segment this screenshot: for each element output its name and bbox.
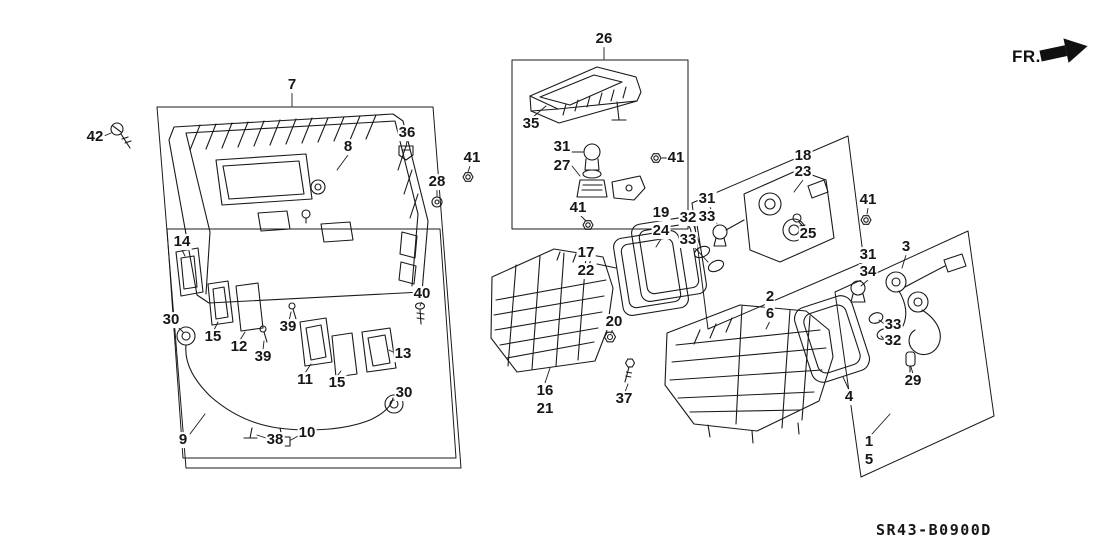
socket-plate	[725, 169, 835, 263]
nut-41-a	[462, 172, 474, 182]
nut-41-c	[860, 215, 872, 225]
nut-20	[603, 331, 617, 343]
garnish-panel	[168, 113, 429, 304]
leader-lines	[103, 46, 914, 441]
socket-harness	[885, 253, 967, 355]
nut-41-b	[582, 220, 594, 230]
group-box-socket	[691, 135, 865, 330]
license-lamp-parts	[175, 247, 397, 378]
sockets-32-33-right	[868, 312, 892, 340]
group-box-harness	[166, 228, 457, 459]
socket-bulbs	[693, 224, 728, 273]
lens-gaskets	[613, 216, 707, 316]
group-box-taillight-unit	[834, 230, 995, 478]
bolt-37	[624, 358, 636, 383]
bolt-40	[414, 302, 426, 325]
screw-42	[110, 122, 132, 149]
high-mount-stoplight	[529, 66, 662, 201]
clip-36	[398, 145, 414, 161]
fr-label: FR.	[1012, 47, 1041, 66]
group-box-stoplight	[511, 59, 689, 230]
taillight-gasket	[793, 295, 871, 383]
taillight-lens-left	[490, 248, 614, 373]
wedge-bulb-29	[905, 351, 916, 373]
part-code: SR43-B0900D	[876, 521, 992, 539]
bulb-34	[850, 280, 866, 303]
fr-arrow-icon	[1039, 38, 1088, 63]
group-boxes	[156, 59, 995, 478]
taillight-lens-right	[664, 304, 834, 444]
group-box-garnish	[156, 106, 462, 469]
screw-25	[792, 213, 807, 231]
